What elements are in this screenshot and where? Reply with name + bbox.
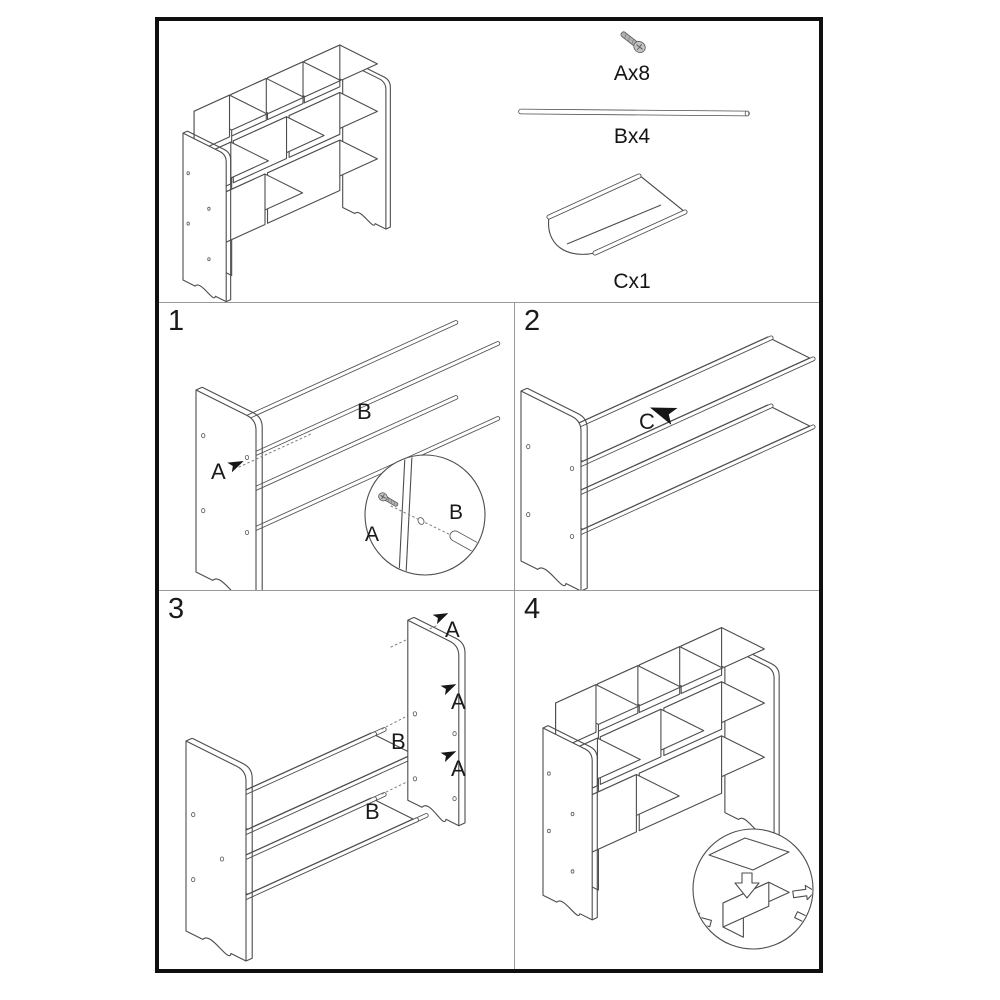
screw-hole bbox=[245, 455, 248, 459]
step3-callout-a1: A bbox=[445, 617, 460, 642]
step1-callout-b: B bbox=[357, 399, 372, 424]
unfold-arrow bbox=[792, 884, 812, 901]
screw-hole bbox=[571, 812, 574, 815]
page-frame: Ax8 Bx4 Cx1 1 A B A B 2 C 3 A A A B B 4 bbox=[155, 17, 823, 973]
step-4-diagram bbox=[515, 591, 819, 969]
panel-face bbox=[521, 391, 581, 590]
panel-face bbox=[186, 741, 246, 961]
folded-bin bbox=[709, 838, 789, 870]
detail-circle-content bbox=[377, 455, 491, 575]
storage-bin bbox=[268, 140, 378, 223]
step-2-number: 2 bbox=[524, 305, 541, 337]
step2-callout-c: C bbox=[639, 409, 655, 434]
screw-hole bbox=[527, 445, 530, 449]
step1-callout-a: A bbox=[211, 459, 226, 484]
side-panel bbox=[521, 388, 587, 590]
panel-face bbox=[183, 133, 226, 301]
screw-glyph bbox=[618, 31, 647, 55]
step-1-cell: 1 A B A B bbox=[159, 303, 514, 590]
screw-hole bbox=[548, 829, 551, 832]
screw-hole bbox=[453, 797, 456, 801]
step-4-number: 4 bbox=[524, 593, 541, 625]
screw-icon bbox=[611, 31, 655, 65]
screw-hole bbox=[208, 258, 210, 261]
part-label-screws: Ax8 bbox=[613, 62, 651, 85]
side-panel bbox=[408, 617, 465, 825]
direction-arrow bbox=[649, 407, 678, 425]
screw-hole bbox=[202, 434, 205, 438]
step-1-diagram: A B A B bbox=[159, 303, 514, 590]
screw-glyph bbox=[377, 491, 399, 508]
detail-circle bbox=[365, 455, 485, 575]
screw-hole bbox=[527, 513, 530, 517]
assembled-unit bbox=[183, 45, 390, 302]
screw-hole bbox=[413, 712, 416, 716]
screw-hole bbox=[453, 732, 456, 736]
storage-bin bbox=[639, 736, 764, 831]
step3-callout-b2: B bbox=[365, 799, 380, 824]
screw-hole bbox=[192, 878, 195, 882]
part-label-fabric-bin: Cx1 bbox=[613, 270, 651, 293]
screw-hole bbox=[548, 772, 551, 775]
screw-hole bbox=[187, 172, 189, 175]
direction-arrow bbox=[432, 613, 449, 625]
side-panel bbox=[196, 387, 262, 590]
side-panel bbox=[543, 726, 597, 920]
screw-hole bbox=[220, 857, 223, 861]
step-3-number: 3 bbox=[168, 593, 185, 625]
direction-arrow bbox=[440, 751, 457, 763]
horizontal-divider-1 bbox=[159, 302, 819, 303]
step1-detail-a: A bbox=[365, 523, 379, 546]
panel-face bbox=[543, 728, 592, 920]
screw-hole bbox=[202, 509, 205, 513]
step-3-cell: 3 A A A B B bbox=[159, 591, 514, 969]
screw-hole bbox=[570, 466, 573, 470]
step-3-diagram: A A A B B bbox=[159, 613, 466, 969]
fabric-bin-icon bbox=[537, 165, 715, 269]
assembled-unit bbox=[543, 628, 779, 920]
screw-hole bbox=[245, 530, 248, 534]
step-2-diagram: C bbox=[515, 303, 819, 590]
step3-callout-a3: A bbox=[451, 756, 466, 781]
assembled-product-diagram bbox=[159, 21, 519, 302]
overview-parts-cell: Ax8 Bx4 Cx1 bbox=[159, 21, 819, 302]
screw-hole bbox=[571, 870, 574, 873]
insert-down-arrow bbox=[735, 873, 759, 898]
side-panel bbox=[186, 738, 252, 961]
screw-hole bbox=[187, 222, 189, 225]
screw-hole bbox=[413, 777, 416, 781]
screw-hole bbox=[570, 534, 573, 538]
side-panel bbox=[725, 643, 779, 837]
direction-arrow bbox=[227, 460, 244, 473]
side-panel bbox=[183, 131, 231, 301]
step3-callout-a2: A bbox=[451, 689, 466, 714]
step1-detail-b: B bbox=[449, 501, 463, 524]
step-4-cell: 4 bbox=[515, 591, 819, 969]
screw-hole bbox=[192, 813, 195, 817]
panel-face bbox=[196, 390, 256, 590]
direction-arrow bbox=[440, 684, 457, 696]
step-2-cell: 2 C bbox=[515, 303, 819, 590]
step-1-number: 1 bbox=[168, 305, 185, 337]
fabric-shelf-row bbox=[202, 798, 416, 898]
vertical-divider bbox=[514, 302, 515, 969]
horizontal-divider-2 bbox=[159, 590, 819, 591]
side-panel bbox=[343, 59, 391, 229]
screw-hole bbox=[208, 207, 210, 210]
rod-icon bbox=[515, 105, 759, 121]
step3-callout-b1: B bbox=[391, 729, 406, 754]
part-label-rods: Bx4 bbox=[613, 125, 651, 148]
panel-face bbox=[408, 620, 459, 826]
